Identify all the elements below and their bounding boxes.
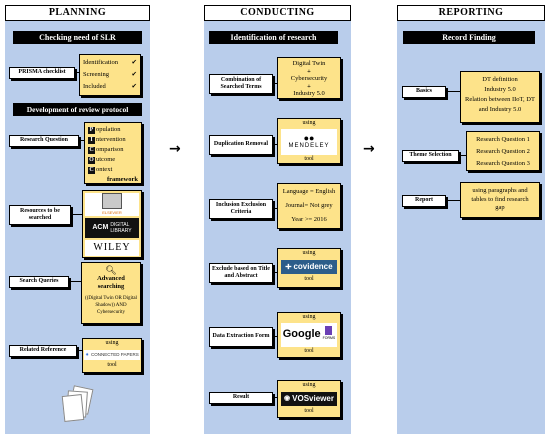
research-question-box: Research Question	[9, 135, 79, 147]
combination-box: Combination of Searched Terms	[209, 74, 273, 94]
conducting-header: CONDUCTING	[204, 5, 351, 21]
covidence-box: using ➕︎covidence tool	[277, 248, 341, 288]
wiley-logo: WILEY	[85, 240, 139, 256]
prisma-item: Screening✔	[83, 69, 137, 81]
network-icon: ✷	[85, 351, 90, 357]
covidence-icon: ➕︎	[285, 261, 292, 271]
acm-logo: ACM DIGITAL LIBRARY	[85, 218, 139, 238]
basics-list: DT definition Industry 5.0 Relation betw…	[460, 71, 540, 123]
google-forms-box: using Google FORMS tool	[277, 312, 341, 358]
development-banner: Development of review protocol	[13, 103, 142, 116]
prisma-item: Identification✔	[83, 57, 137, 69]
mendeley-box: using ●● MENDELEY tool	[277, 118, 341, 164]
basics-box: Basics	[402, 86, 446, 98]
search-terms: Digital Twin + Cybersecurity + Industry …	[277, 57, 341, 99]
queries-detail: 🔍︎ Advanced searching ((Digital Twin OR …	[81, 262, 141, 324]
arrow-conducting-to-reporting: →	[363, 141, 375, 157]
connected-papers-box: using ✷ CONNECTED PAPERS tool	[82, 338, 142, 373]
advanced-searching: Advanced searching	[97, 275, 125, 290]
search-queries-box: Search Queries	[9, 276, 69, 288]
themes-list: Research Question 1 Research Question 2 …	[466, 131, 540, 171]
criteria-list: Language = English Journal= Not grey Yea…	[277, 183, 341, 229]
elsevier-logo: ELSEVIER	[85, 193, 139, 216]
covidence-logo: ➕︎covidence	[281, 259, 337, 274]
prisma-checklist-box: PRISMA checklist	[9, 67, 75, 79]
magnifier-icon: 🔍︎	[105, 265, 117, 275]
mendeley-logo: ●● MENDELEY	[281, 128, 337, 155]
duplication-box: Duplication Removal	[209, 135, 273, 155]
reporting-header: REPORTING	[397, 5, 545, 21]
vosviewer-icon: ◉	[284, 394, 291, 402]
check-icon: ✔	[131, 83, 137, 90]
prisma-items: Identification✔ Screening✔ Included✔	[79, 54, 141, 96]
connected-papers-logo: ✷ CONNECTED PAPERS	[84, 349, 140, 360]
check-icon: ✔	[131, 59, 137, 66]
report-detail: using paragraphs and tables to find rese…	[460, 182, 540, 218]
vosviewer-logo: ◉VOSviewer	[281, 391, 337, 406]
report-box: Report	[402, 195, 446, 207]
mendeley-icon: ●●	[303, 132, 315, 143]
criteria-box: Inclusion Exclusion Criteria	[209, 199, 273, 219]
related-reference-box: Related Reference	[9, 345, 77, 357]
resources-logos: ELSEVIER ACM DIGITAL LIBRARY WILEY	[82, 190, 142, 258]
google-forms-logo: Google FORMS	[281, 322, 337, 347]
checking-need-banner: Checking need of SLR	[13, 31, 142, 44]
planning-header: PLANNING	[5, 5, 150, 21]
arrow-planning-to-conducting: →	[169, 141, 181, 157]
query-string: ((Digital Twin OR Digital Shadow)) AND C…	[85, 296, 137, 315]
extraction-box: Data Extraction Form	[209, 327, 273, 347]
papers-icon	[61, 385, 95, 422]
check-icon: ✔	[131, 71, 137, 78]
resources-box: Resources to be searched	[9, 205, 71, 225]
tree-icon	[102, 193, 122, 209]
prisma-item: Included✔	[83, 81, 137, 93]
identification-banner: Identification of research	[209, 31, 338, 44]
exclude-box: Exclude based on Title and Abstract	[209, 263, 273, 283]
theme-selection-box: Theme Selection	[402, 150, 459, 162]
record-finding-banner: Record Finding	[403, 31, 535, 44]
framework-label: framework	[106, 176, 138, 183]
result-box: Result	[209, 392, 273, 404]
vosviewer-box: using ◉VOSviewer tool	[277, 380, 341, 418]
forms-icon	[325, 326, 333, 336]
